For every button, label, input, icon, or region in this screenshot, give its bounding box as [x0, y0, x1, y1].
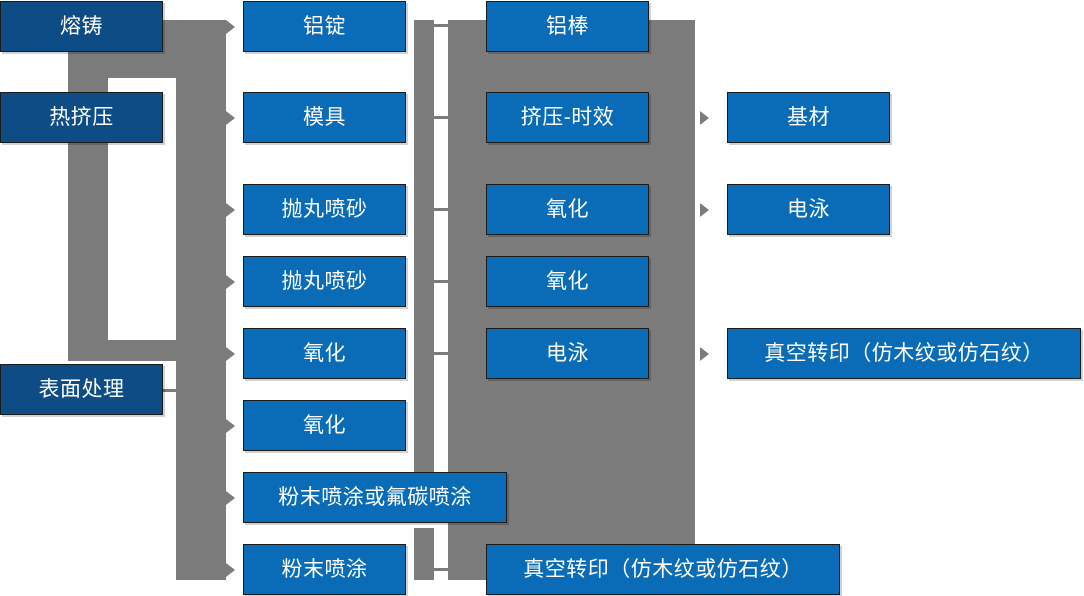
step-base-material-label: 基材	[787, 106, 830, 129]
arrow-to-powder-or-pvdf	[226, 491, 235, 505]
step-shot-blasting-1[interactable]: 抛丸喷砂	[243, 184, 406, 235]
step-powder-coating[interactable]: 粉末喷涂	[243, 544, 406, 595]
mid-link-row-5	[432, 352, 450, 355]
mid-link-row-2	[432, 116, 450, 119]
step-oxidation-1[interactable]: 氧化	[486, 184, 649, 235]
mid-link-row-1	[432, 24, 450, 27]
step-vacuum-transfer-mid-label: 真空转印（仿木纹或仿石纹）	[523, 558, 803, 581]
arrow-to-vacuum-transfer-out	[700, 347, 709, 361]
arrow-to-anodizing-2	[226, 419, 235, 433]
step-vacuum-transfer-out[interactable]: 真空转印（仿木纹或仿石纹）	[727, 328, 1081, 379]
arrow-to-mould	[226, 111, 235, 125]
stage-melting-casting[interactable]: 熔铸	[0, 1, 163, 52]
step-oxidation-2[interactable]: 氧化	[486, 256, 649, 307]
step-anodizing-1[interactable]: 氧化	[243, 328, 406, 379]
left-connector-surface-link	[162, 389, 192, 392]
step-mould-label: 模具	[303, 106, 346, 129]
mid-link-row-3	[432, 208, 450, 211]
step-shot-blasting-1-label: 抛丸喷砂	[281, 198, 368, 221]
step-powder-or-pvdf-coating-label: 粉末喷涂或氟碳喷涂	[278, 486, 472, 509]
step-mould[interactable]: 模具	[243, 92, 406, 143]
step-shot-blasting-2[interactable]: 抛丸喷砂	[243, 256, 406, 307]
step-anodizing-1-label: 氧化	[303, 342, 346, 365]
step-vacuum-transfer-mid[interactable]: 真空转印（仿木纹或仿石纹）	[486, 544, 840, 595]
step-anodizing-2-label: 氧化	[303, 414, 346, 437]
left-connector-arrow-down-extrusion	[71, 78, 85, 87]
step-electrophoresis-mid-label: 电泳	[546, 342, 589, 365]
step-oxidation-2-label: 氧化	[546, 270, 589, 293]
step-powder-coating-label: 粉末喷涂	[281, 558, 368, 581]
step-shot-blasting-2-label: 抛丸喷砂	[281, 270, 368, 293]
step-anodizing-2[interactable]: 氧化	[243, 400, 406, 451]
step-aluminium-ingot[interactable]: 铝锭	[243, 1, 406, 52]
stage-hot-extrusion[interactable]: 热挤压	[0, 92, 163, 143]
step-vacuum-transfer-out-label: 真空转印（仿木纹或仿石纹）	[764, 342, 1044, 365]
left-connector-spine	[176, 20, 226, 580]
step-powder-or-pvdf-coating[interactable]: 粉末喷涂或氟碳喷涂	[243, 472, 507, 523]
left-connector-surface-bar	[108, 340, 176, 361]
step-extrusion-aging-label: 挤压-时效	[520, 106, 615, 129]
arrow-to-shot-blasting-2	[226, 275, 235, 289]
mid-link-row-6	[432, 568, 450, 571]
arrow-to-base-material	[700, 111, 709, 125]
mid-connector-left-bar-lower	[414, 528, 434, 580]
step-oxidation-1-label: 氧化	[546, 198, 589, 221]
arrow-to-powder-coating	[226, 563, 235, 577]
mid-connector-left-bar	[414, 20, 434, 520]
step-aluminium-ingot-label: 铝锭	[303, 15, 346, 38]
arrow-to-aluminium-ingot	[226, 20, 235, 34]
step-aluminium-bar-label: 铝棒	[546, 15, 589, 38]
arrow-to-shot-blasting-1	[226, 203, 235, 217]
left-connector-arrow-down-surface	[71, 340, 85, 349]
step-electrophoresis-mid[interactable]: 电泳	[486, 328, 649, 379]
stage-surface-treatment-label: 表面处理	[38, 378, 125, 401]
stage-hot-extrusion-label: 热挤压	[49, 106, 114, 129]
mid-link-row-4	[432, 280, 450, 283]
arrow-to-electrophoresis-out	[700, 203, 709, 217]
step-base-material[interactable]: 基材	[727, 92, 890, 143]
stage-surface-treatment[interactable]: 表面处理	[0, 364, 163, 415]
step-electrophoresis-out-label: 电泳	[787, 198, 830, 221]
step-electrophoresis-out[interactable]: 电泳	[727, 184, 890, 235]
step-extrusion-aging[interactable]: 挤压-时效	[486, 92, 649, 143]
step-aluminium-bar[interactable]: 铝棒	[486, 1, 649, 52]
stage-melting-casting-label: 熔铸	[60, 15, 103, 38]
arrow-to-anodizing-1	[226, 347, 235, 361]
